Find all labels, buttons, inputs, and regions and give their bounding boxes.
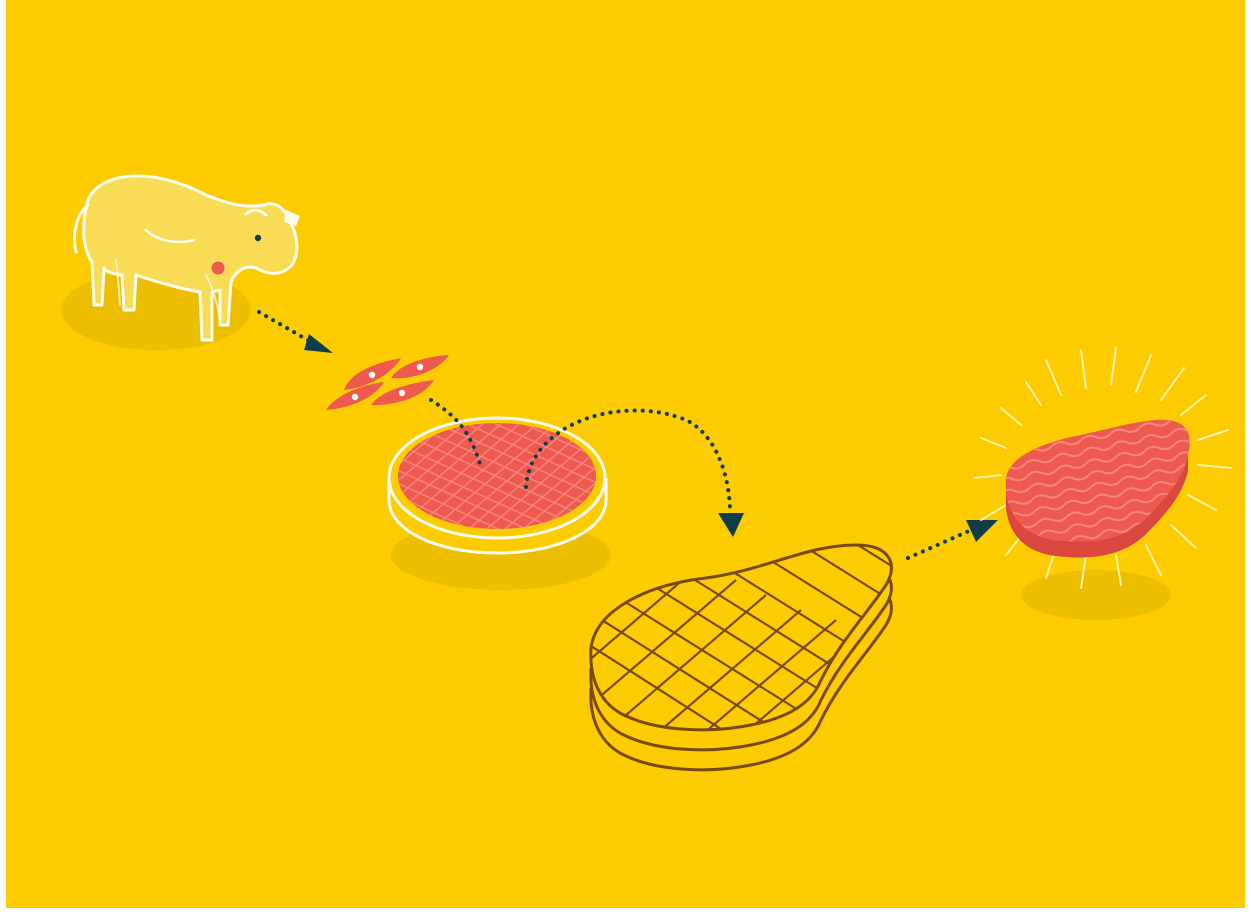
- petri-dish-icon: [386, 418, 616, 590]
- diagram-canvas: [6, 0, 1245, 908]
